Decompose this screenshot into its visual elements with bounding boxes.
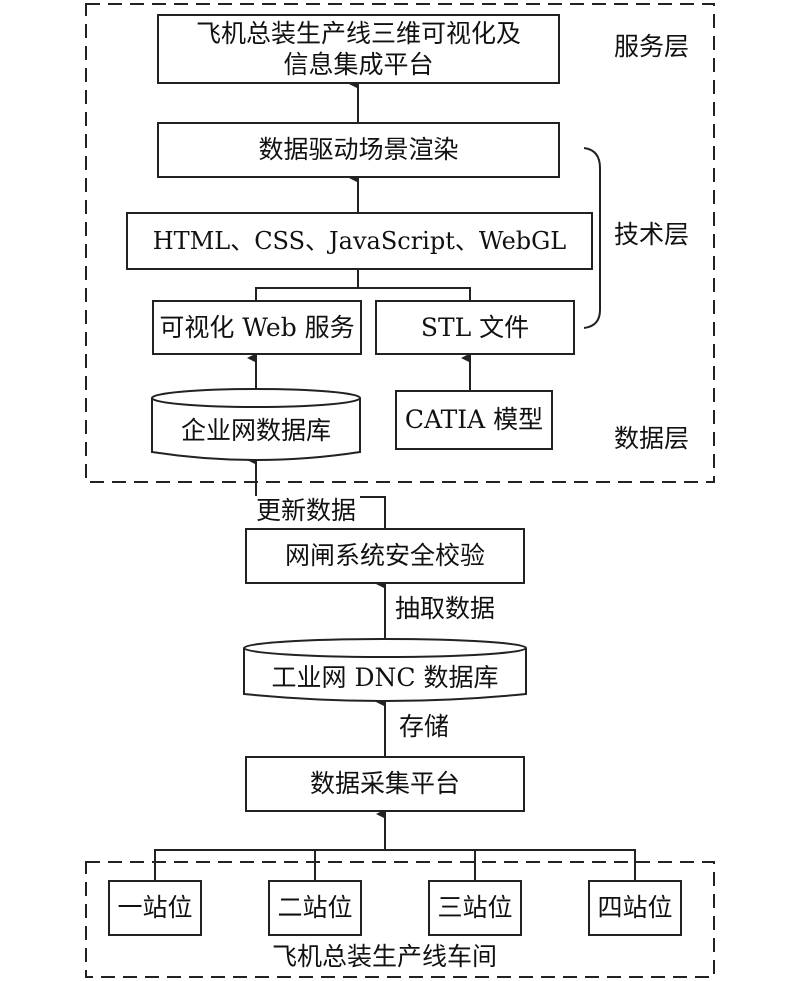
station-2: 二站位 [268, 880, 362, 936]
dnc-db-label: 工业网 DNC 数据库 [271, 663, 499, 692]
service-layer-label: 服务层 [614, 32, 690, 61]
station-3: 三站位 [428, 880, 522, 936]
catia-label: CATIA 模型 [404, 405, 544, 435]
web-tech-node: HTML、CSS、JavaScript、WebGL [126, 212, 593, 270]
tech-layer-label: 技术层 [614, 220, 690, 249]
station-1-label: 一站位 [117, 893, 193, 923]
workshop-group-frame [85, 861, 715, 978]
platform-node: 飞机总装生产线三维可视化及 信息集成平台 [157, 14, 560, 84]
render-label: 数据驱动场景渲染 [258, 135, 459, 165]
enterprise-db-node: 企业网数据库 [152, 404, 360, 454]
update-data-label: 更新数据 [252, 496, 361, 526]
render-node: 数据驱动场景渲染 [157, 122, 560, 178]
dnc-db-node: 工业网 DNC 数据库 [244, 654, 526, 698]
data-layer-label: 数据层 [614, 424, 690, 453]
vis-web-label: 可视化 Web 服务 [159, 312, 355, 342]
station-4: 四站位 [588, 880, 682, 936]
server-group-frame [85, 3, 715, 483]
connector-vis-stl [255, 287, 471, 300]
tech-layer-brace [583, 147, 601, 329]
station-4-label: 四站位 [597, 893, 673, 923]
collect-label: 数据采集平台 [309, 769, 460, 799]
stl-label: STL 文件 [420, 312, 530, 342]
station-2-label: 二站位 [277, 893, 353, 923]
platform-line2: 信息集成平台 [283, 50, 434, 79]
stl-node: STL 文件 [375, 300, 575, 355]
web-tech-label: HTML、CSS、JavaScript、WebGL [152, 227, 567, 255]
enterprise-db-cylinder [151, 388, 361, 461]
station-1: 一站位 [108, 880, 202, 936]
vis-web-node: 可视化 Web 服务 [152, 300, 362, 355]
catia-node: CATIA 模型 [395, 390, 553, 450]
gate-node: 网闸系统安全校验 [245, 528, 525, 584]
station-3-label: 三站位 [437, 893, 513, 923]
store-label: 存储 [399, 712, 450, 741]
workshop-label: 飞机总装生产线车间 [268, 942, 502, 972]
extract-data-label: 抽取数据 [395, 594, 496, 623]
platform-line1: 飞机总装生产线三维可视化及 [195, 18, 521, 48]
dnc-db-cylinder [243, 638, 527, 702]
connector-stations [154, 849, 636, 880]
enterprise-db-label: 企业网数据库 [180, 416, 331, 445]
collect-node: 数据采集平台 [245, 756, 525, 812]
gate-label: 网闸系统安全校验 [284, 541, 485, 571]
